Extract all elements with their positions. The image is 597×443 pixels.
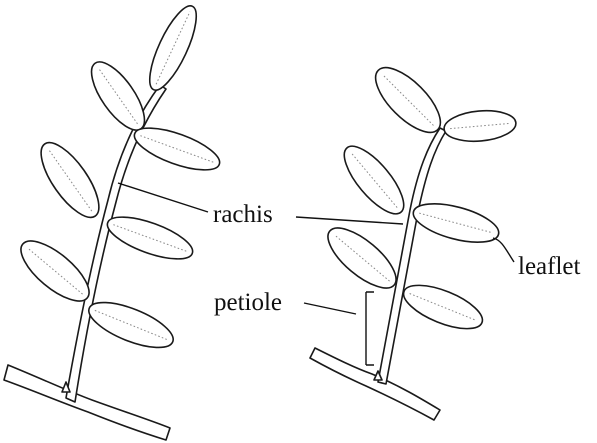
leaflet-pointer: [493, 238, 514, 262]
right-leaflet-terminal-right: [443, 108, 517, 144]
left-compound-leaf: [4, 0, 224, 440]
right-rachis: [378, 128, 446, 384]
petiole-pointer: [304, 303, 356, 314]
left-leaflet-middle-right: [103, 209, 198, 268]
left-leaflet-upper-left: [82, 54, 154, 138]
left-branch: [4, 365, 170, 440]
right-leaflet-middle-right: [409, 196, 502, 250]
rachis-pointer-left: [118, 183, 208, 212]
petiole-bracket: [366, 292, 374, 365]
right-leaflet-terminal-left: [366, 58, 451, 143]
right-leaflet-lower-right: [398, 276, 488, 337]
leaflet-label: leaflet: [518, 254, 580, 279]
rachis-label: rachis: [213, 202, 273, 227]
right-compound-leaf: [310, 58, 517, 420]
left-leaflet-terminal: [141, 0, 205, 95]
left-leaflet-middle-left: [31, 134, 109, 226]
right-leaflet-middle-left: [335, 138, 414, 223]
petiole-label: petiole: [214, 290, 282, 315]
right-branch: [310, 348, 440, 420]
left-leaflet-lower-right: [83, 293, 178, 356]
right-leaflet-lower-left: [319, 218, 405, 298]
left-leaflet-upper-right: [130, 120, 225, 179]
rachis-pointer-right: [296, 217, 403, 224]
left-leaflet-lower-left: [12, 231, 98, 311]
